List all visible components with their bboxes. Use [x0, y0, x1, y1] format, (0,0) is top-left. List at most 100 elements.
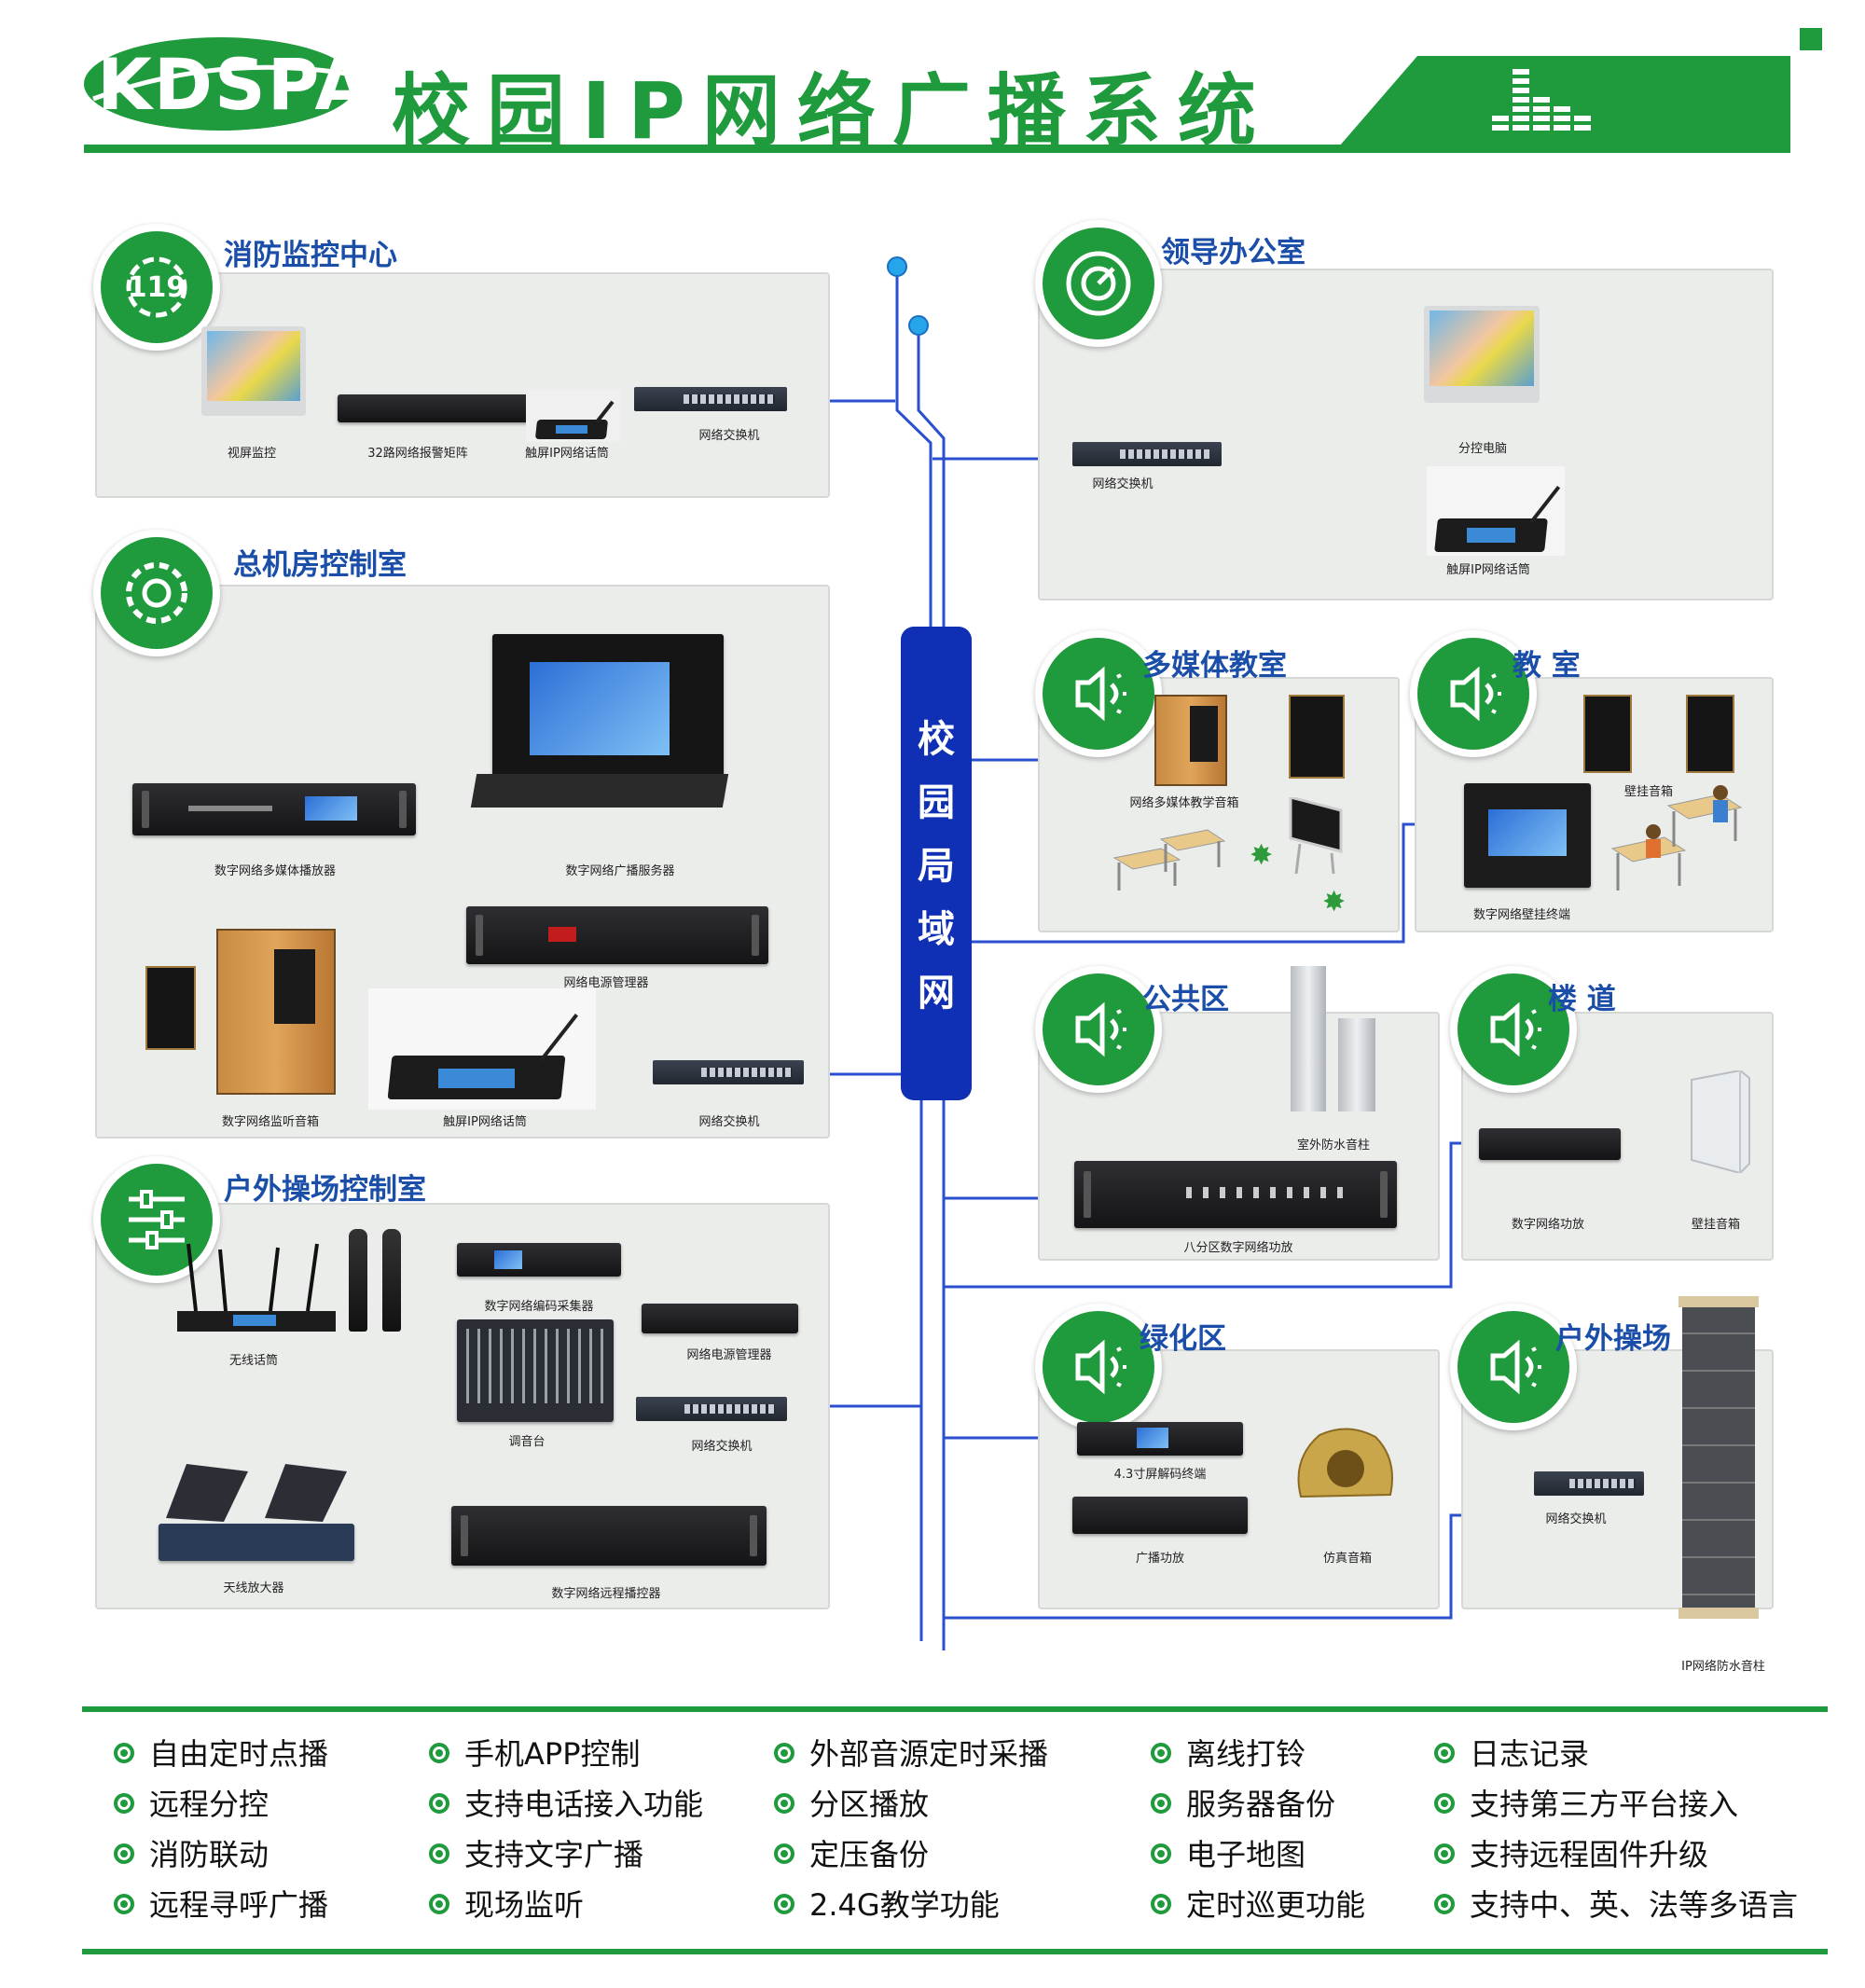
speaker-icon	[1035, 966, 1162, 1093]
video-monitor	[201, 326, 306, 416]
device-label: 网络交换机	[691, 1440, 753, 1454]
wireless-mic-receiver	[177, 1240, 336, 1333]
eight-zone-amplifier	[1074, 1161, 1397, 1228]
decoder-terminal	[1077, 1422, 1243, 1456]
kdspa-logo: KDSPA	[80, 34, 369, 134]
backbone-char-4: 域	[918, 908, 955, 951]
small-monitor-speaker	[145, 966, 196, 1050]
device-label: 数字网络编码采集器	[484, 1300, 594, 1314]
equalizer-icon	[1492, 65, 1604, 140]
header-underline	[84, 145, 1790, 153]
feature-item: 支持电话接入功能	[429, 1781, 703, 1824]
section-title: 总机房控制室	[233, 548, 407, 582]
section-title: 户外操场	[1555, 1322, 1671, 1356]
feature-item: 定时巡更功能	[1151, 1882, 1365, 1925]
screen-stand-graphic	[1287, 795, 1345, 875]
device-label: 八分区数字网络功放	[1183, 1241, 1293, 1255]
network-switch	[1072, 442, 1222, 466]
device-label: 数字网络广播服务器	[565, 864, 675, 878]
backbone-char-1: 校	[918, 718, 955, 761]
feature-item: 离线打铃	[1151, 1731, 1306, 1774]
device-label: 网络多媒体教学音箱	[1129, 796, 1239, 810]
section-title: 消防监控中心	[224, 239, 397, 272]
divider	[82, 1706, 1828, 1712]
speaker-icon	[1450, 1304, 1577, 1430]
speaker-icon	[1035, 1304, 1162, 1430]
feature-item: 外部音源定时采播	[774, 1731, 1048, 1774]
section-title: 楼 道	[1548, 983, 1616, 1016]
logo-swoosh-icon	[84, 37, 356, 131]
device-label: 壁挂音箱	[1623, 785, 1674, 799]
campus-lan-backbone: 校 园 局 域 网	[901, 627, 972, 1100]
backbone-char-3: 局	[918, 845, 955, 888]
device-label: 调音台	[508, 1435, 546, 1449]
plant-icon: ✸	[1322, 886, 1347, 918]
monitor-speaker	[216, 929, 336, 1095]
feature-item: 定压备份	[774, 1831, 929, 1874]
corner-square	[1800, 28, 1822, 50]
feature-item: 分区播放	[774, 1781, 929, 1824]
feature-item: 远程寻呼广播	[114, 1882, 328, 1925]
device-label: 数字网络功放	[1511, 1218, 1585, 1232]
feature-item: 支持文字广播	[429, 1831, 643, 1874]
device-label: 网络交换机	[698, 429, 760, 443]
dial-icon	[1035, 220, 1162, 347]
antenna-paddles	[159, 1462, 354, 1527]
speaker-icon	[1035, 630, 1162, 757]
gear-119-icon: 119	[93, 224, 220, 351]
device-label: 网络交换机	[1092, 477, 1154, 491]
classroom-desks-graphic	[1105, 821, 1226, 900]
broadcast-server	[470, 634, 729, 808]
wall-speaker	[1686, 695, 1734, 773]
antenna-amplifier	[159, 1524, 354, 1561]
handheld-mic	[349, 1229, 367, 1332]
page-title: 校园IP网络广播系统	[392, 65, 1273, 157]
rock-speaker	[1292, 1422, 1399, 1506]
device-label: 触屏IP网络话筒	[525, 447, 609, 461]
encoder-collector	[457, 1243, 621, 1277]
network-switch	[634, 387, 787, 411]
header-banner	[1333, 56, 1790, 153]
device-label: 网络电源管理器	[563, 976, 649, 990]
device-label: 触屏IP网络话筒	[1446, 563, 1530, 577]
handheld-mic	[382, 1229, 401, 1332]
feature-item: 2.4G教学功能	[774, 1882, 1000, 1925]
device-label: 触屏IP网络话筒	[443, 1115, 527, 1129]
feature-item: 日志记录	[1434, 1731, 1589, 1774]
feature-item: 现场监听	[429, 1882, 584, 1925]
section-title: 领导办公室	[1161, 236, 1306, 269]
section-title: 教 室	[1513, 649, 1581, 683]
svg-text:119: 119	[128, 271, 186, 304]
section-title: 多媒体教室	[1142, 649, 1287, 683]
sliders-icon	[93, 1156, 220, 1283]
feature-item: 电子地图	[1151, 1831, 1306, 1874]
network-switch	[653, 1060, 804, 1084]
section-title: 户外操场控制室	[224, 1173, 426, 1207]
section-title: 公共区	[1142, 983, 1229, 1016]
mixing-console	[457, 1319, 614, 1422]
wall-speaker	[1583, 695, 1632, 773]
multimedia-player	[132, 783, 416, 835]
feature-item: 服务器备份	[1151, 1781, 1335, 1824]
speaker-icon	[1450, 966, 1577, 1093]
network-switch	[636, 1397, 787, 1421]
device-label: 壁挂音箱	[1691, 1218, 1741, 1232]
device-label: 室外防水音柱	[1296, 1139, 1371, 1153]
section-title: 绿化区	[1140, 1322, 1226, 1356]
network-switch	[1534, 1471, 1644, 1496]
feature-item: 支持第三方平台接入	[1434, 1781, 1738, 1824]
sub-control-pc	[1424, 306, 1540, 403]
section-panel	[1038, 269, 1774, 601]
speaker-icon	[1410, 630, 1537, 757]
waterproof-column-speaker	[1678, 1296, 1759, 1619]
device-label: 广播功放	[1135, 1552, 1185, 1566]
device-label: 网络交换机	[698, 1115, 760, 1129]
device-label: 4.3寸屏解码终端	[1113, 1468, 1207, 1482]
broadcast-amplifier	[1072, 1497, 1248, 1534]
feature-item: 消防联动	[114, 1831, 269, 1874]
wall-terminal	[1464, 783, 1591, 888]
digital-amplifier	[1479, 1128, 1621, 1160]
outdoor-column-speaker	[1291, 966, 1326, 1111]
wall-speaker	[1289, 695, 1345, 779]
feature-item: 支持中、英、法等多语言	[1434, 1882, 1798, 1925]
